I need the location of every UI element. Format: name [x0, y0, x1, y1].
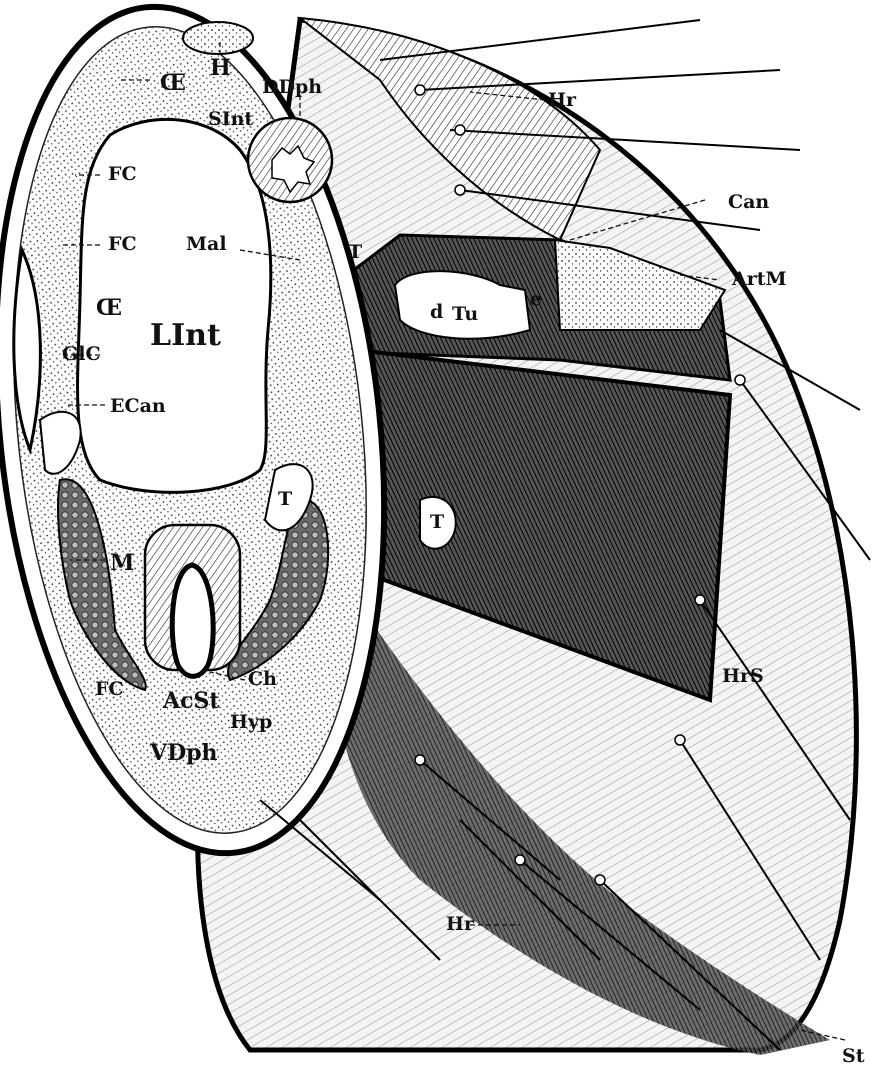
label-small-intestine: SInt — [208, 108, 253, 130]
hair-socket — [695, 595, 705, 605]
hair-socket — [415, 85, 425, 95]
hair-socket — [515, 855, 525, 865]
label-heart: H — [210, 55, 231, 81]
heart — [183, 22, 253, 54]
label-d: d — [430, 301, 443, 323]
hair-socket — [595, 875, 605, 885]
hair — [380, 20, 700, 60]
label-gland-cells: GlC — [62, 343, 101, 365]
label-hair-bottom: Hr — [446, 913, 475, 935]
label-dorsal-diaphragm: DDph — [262, 76, 322, 98]
label-fat-cells-3: FC — [95, 678, 124, 700]
label-hypodermis: Hyp — [230, 711, 272, 733]
label-trachea-2: T — [278, 488, 292, 510]
label-malpighian-tubules: Mal — [186, 233, 227, 255]
label-fat-cells-2: FC — [108, 233, 137, 255]
label-muscle: M — [110, 550, 134, 576]
label-trachea-3: T — [430, 511, 444, 533]
label-oesophagus-top: Œ — [160, 70, 186, 96]
label-hair-top: Hr — [548, 89, 577, 111]
hair-socket — [675, 735, 685, 745]
label-tubercle: Tu — [452, 303, 478, 325]
label-chitin: Ch — [248, 668, 277, 690]
acetabular-core — [172, 565, 213, 676]
label-excretory-canal: ECan — [110, 395, 166, 417]
hair-socket — [735, 375, 745, 385]
label-oesophagus-left: Œ — [96, 295, 122, 321]
label-articular-membrane: ArtM — [731, 268, 787, 290]
label-e: e — [530, 288, 542, 310]
label-fat-cells-1: FC — [108, 163, 137, 185]
label-acetabular-structure: AcSt — [162, 688, 220, 714]
label-ventral-diaphragm: VDph — [149, 740, 218, 766]
hair-socket — [455, 125, 465, 135]
label-canal: Can — [728, 191, 769, 213]
label-hair-sockets: HrS — [722, 665, 764, 687]
label-large-intestine: LInt — [150, 318, 221, 353]
label-st: St — [842, 1045, 865, 1067]
label-trachea-1: T — [348, 241, 362, 263]
hair-socket — [455, 185, 465, 195]
hair-socket — [415, 755, 425, 765]
